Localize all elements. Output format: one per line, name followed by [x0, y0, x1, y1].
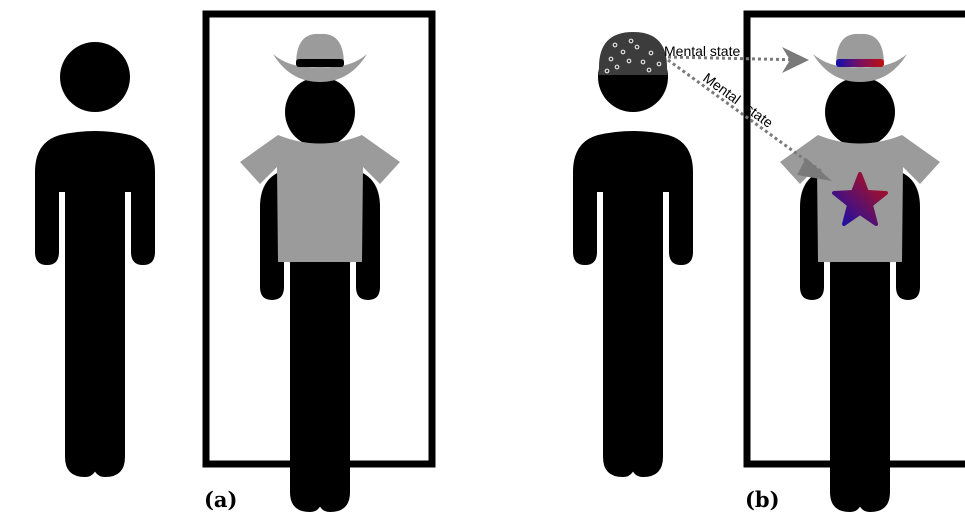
arrow-to-hat: Mental state [664, 43, 809, 73]
person-with-eeg-cap [573, 32, 693, 477]
person-plain [35, 42, 155, 477]
panel-a [35, 14, 432, 512]
caption-panel-a: (a) [204, 487, 237, 512]
hat-arrow-label: Mental state [664, 43, 740, 59]
shirt-arrow-label: Mental state [700, 69, 776, 130]
cowboy-hat-icon [273, 34, 367, 82]
person-dressed-a [240, 34, 400, 512]
arrow-icon [782, 47, 809, 73]
person-dressed-b [780, 34, 940, 512]
cowboy-hat-icon [813, 34, 907, 82]
caption-panel-b: (b) [745, 487, 780, 512]
panel-b: Mental state Mental state [573, 14, 965, 512]
eeg-cap-icon [599, 32, 667, 75]
